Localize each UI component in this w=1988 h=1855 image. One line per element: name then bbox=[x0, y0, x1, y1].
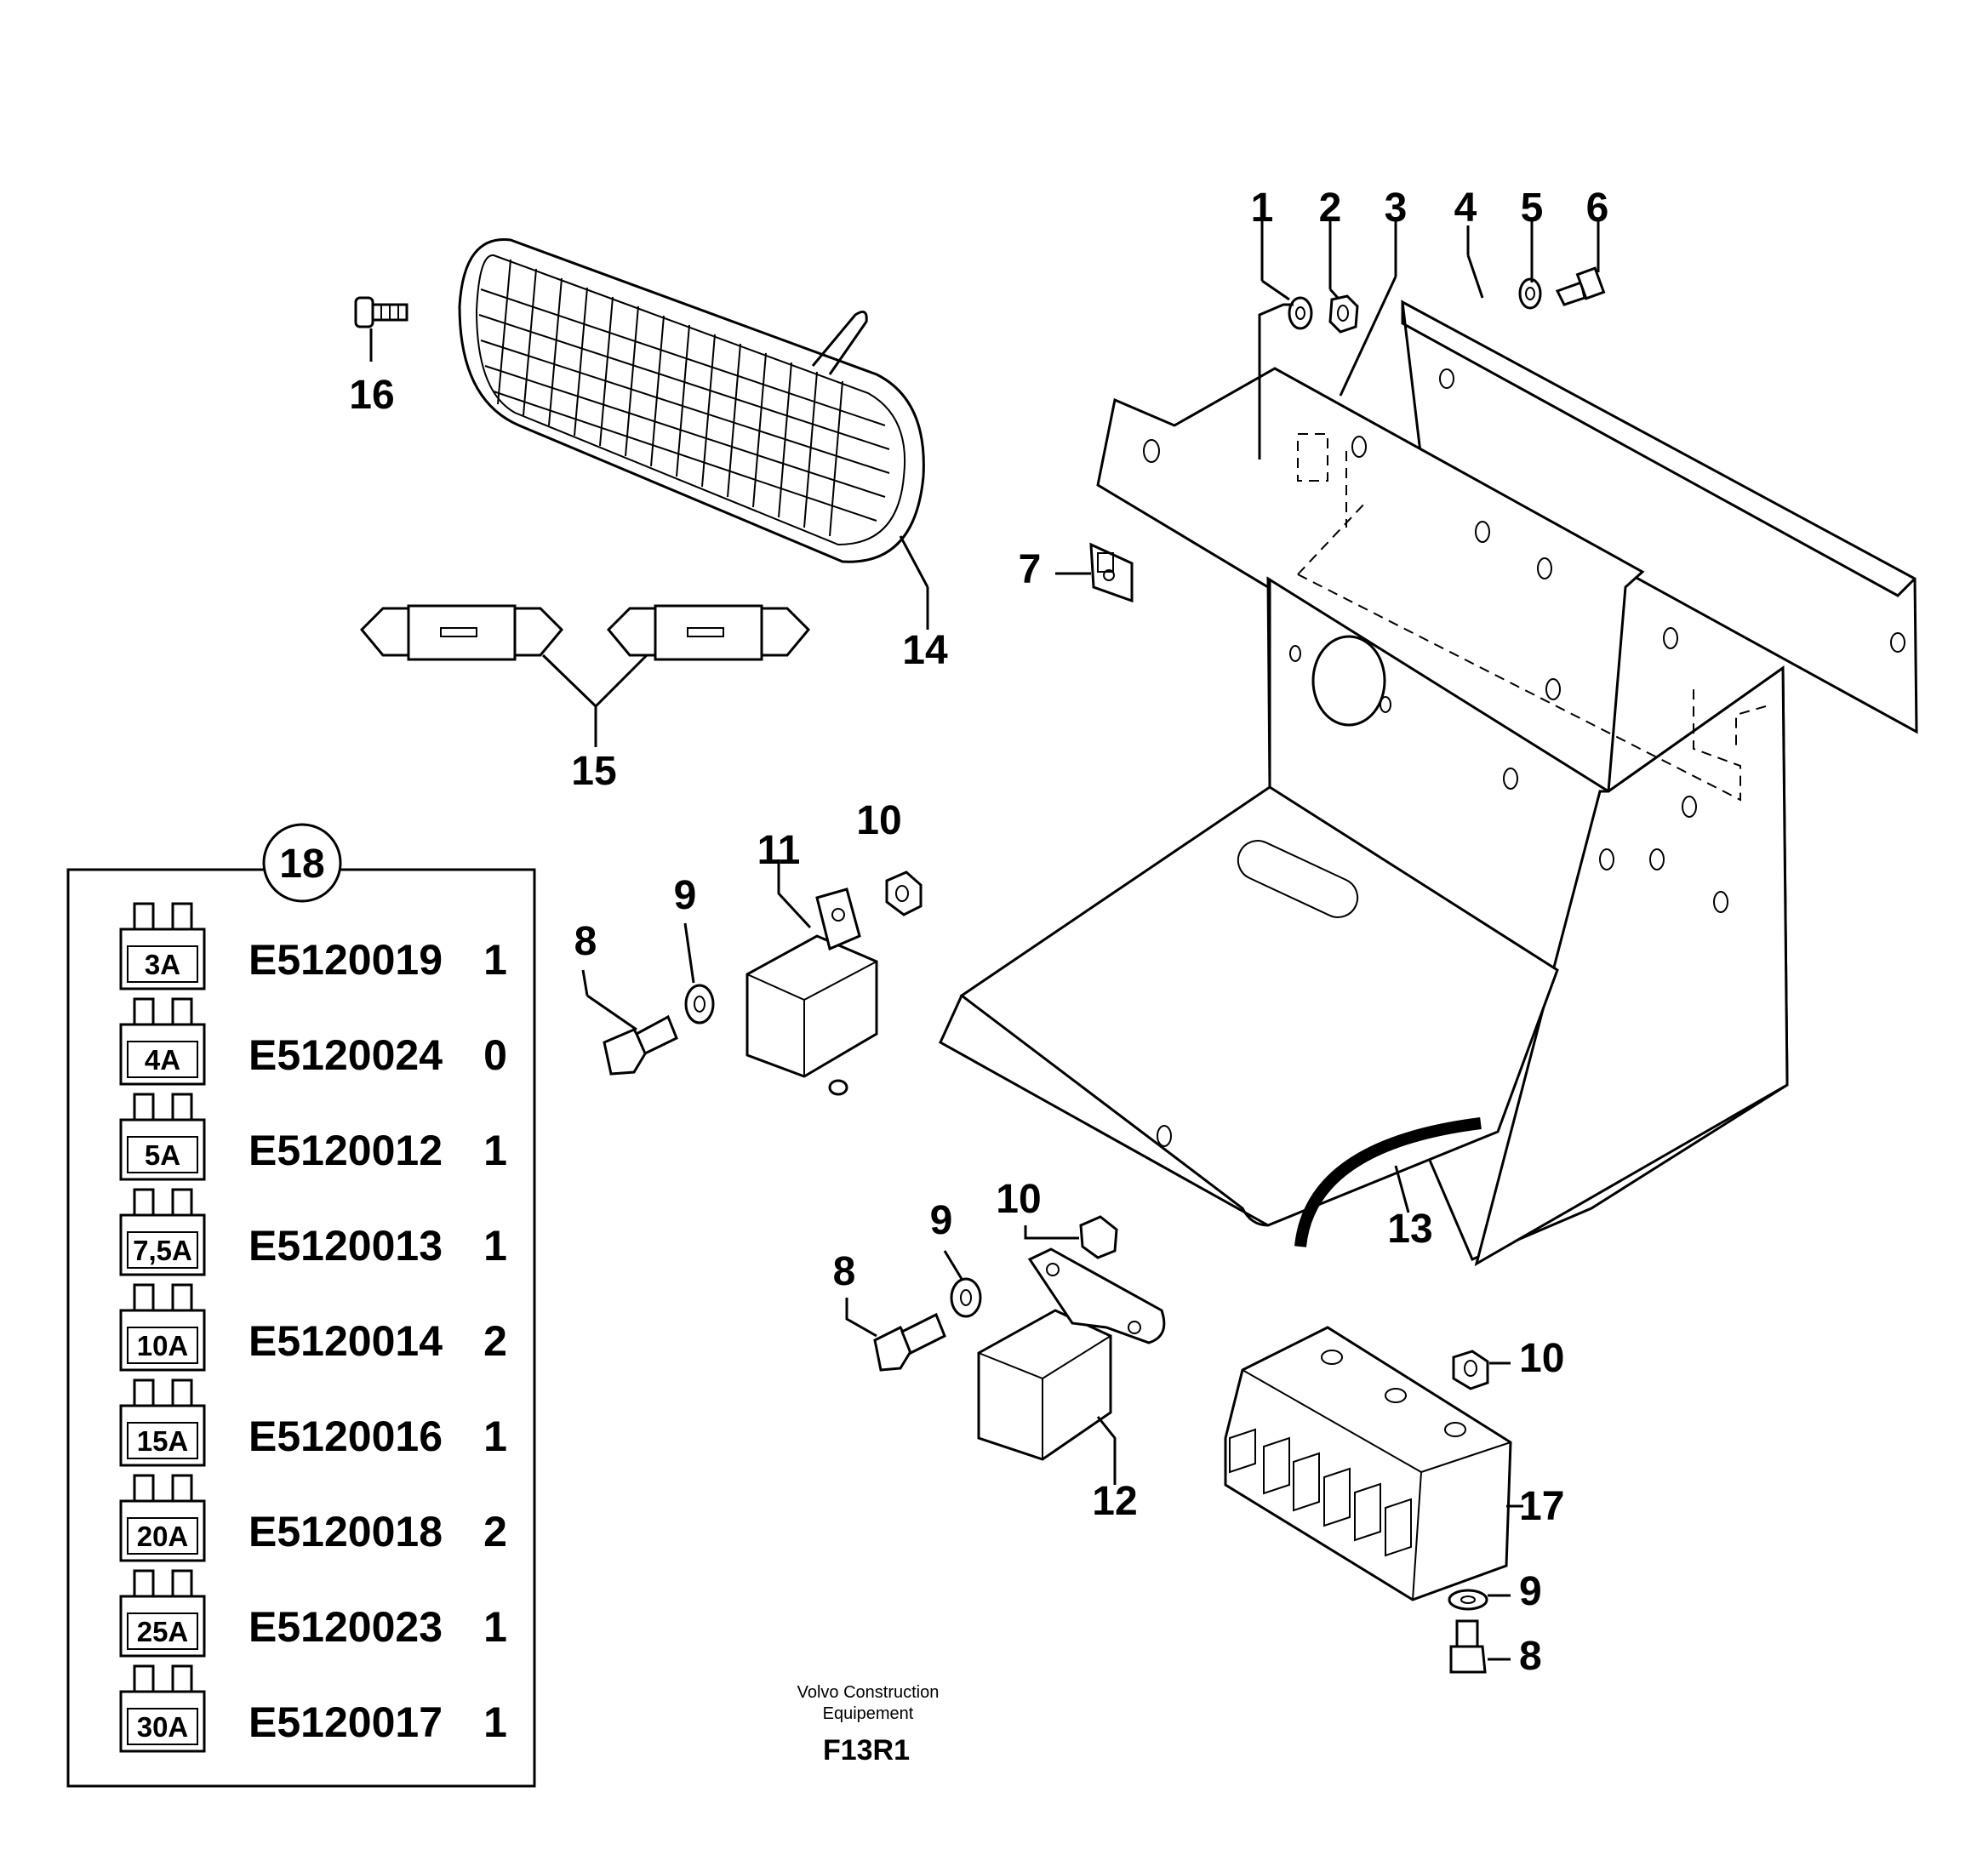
clip-nut-7 bbox=[1055, 542, 1134, 603]
fuse-icon bbox=[119, 1474, 206, 1562]
fuse-icon bbox=[119, 1378, 206, 1467]
fuse-rating: 7,5A bbox=[133, 1235, 192, 1266]
fuse-part-number: E5120013 bbox=[248, 1222, 443, 1270]
fuse-part-number: E5120014 bbox=[248, 1317, 443, 1365]
fuse-quantity: 1 bbox=[483, 1127, 507, 1174]
fuse-part-number: E5120017 bbox=[248, 1698, 443, 1746]
callout-10-middle: 10 bbox=[996, 1177, 1041, 1222]
fuse-rating: 4A bbox=[145, 1044, 180, 1076]
fuse-part-number: E5120024 bbox=[248, 1031, 443, 1079]
fuse-quantity: 0 bbox=[483, 1031, 507, 1079]
bracket-4 bbox=[1401, 225, 1918, 734]
callout-17: 17 bbox=[1519, 1484, 1564, 1529]
mounting-bracket-3 bbox=[939, 367, 1789, 1267]
top-hardware bbox=[1258, 217, 1606, 459]
footer-company: Volvo Construction bbox=[797, 1683, 940, 1702]
callout-labels: 1 2 3 4 5 6 7 8 9 10 11 8 9 10 12 13 14 … bbox=[349, 186, 1608, 1679]
fuse-row: 4A E5120024 0 bbox=[119, 997, 507, 1086]
fuse-quantity: 1 bbox=[483, 1413, 507, 1460]
fuse-quantity: 1 bbox=[483, 1222, 507, 1270]
callout-3: 3 bbox=[1385, 186, 1408, 231]
footer: Volvo Construction Equipement F13R1 bbox=[797, 1683, 940, 1767]
callout-16: 16 bbox=[349, 373, 394, 418]
callout-9-right: 9 bbox=[1519, 1569, 1542, 1614]
fuse-icon bbox=[119, 1664, 206, 1753]
fuse-part-number: E5120019 bbox=[248, 936, 443, 984]
fuse-rating: 20A bbox=[137, 1521, 189, 1552]
callout-2: 2 bbox=[1319, 186, 1342, 231]
relay-12 bbox=[845, 1215, 1166, 1485]
work-lamp-14 bbox=[458, 237, 929, 630]
fuse-quantity: 1 bbox=[483, 1603, 507, 1651]
callout-6: 6 bbox=[1586, 186, 1609, 231]
fuse-rows: 3A E5120019 1 4A E5120024 0 5A E5120012 1 7,5A E51… bbox=[119, 902, 507, 1753]
callout-12: 12 bbox=[1092, 1479, 1137, 1524]
callout-13: 13 bbox=[1387, 1207, 1432, 1252]
callout-11: 11 bbox=[757, 828, 801, 873]
callout-18: 18 bbox=[279, 842, 324, 887]
fuse-rating: 5A bbox=[145, 1139, 180, 1171]
figure-code: F13R1 bbox=[823, 1734, 910, 1767]
footer-company-line2: Equipement bbox=[823, 1704, 914, 1723]
callout-14: 14 bbox=[902, 628, 948, 673]
fuse-quantity: 2 bbox=[483, 1317, 507, 1365]
relay-11 bbox=[746, 859, 878, 1096]
callout-10-right: 10 bbox=[1519, 1336, 1564, 1381]
fuse-row: 30A E5120017 1 bbox=[119, 1664, 507, 1753]
callout-15: 15 bbox=[571, 749, 616, 794]
callout-7: 7 bbox=[1019, 547, 1042, 592]
fuse-icon bbox=[119, 902, 206, 990]
fuse-row: 7,5A E5120013 1 bbox=[119, 1188, 507, 1276]
fuse-box-17 bbox=[1224, 1326, 1523, 1674]
hardware-upper bbox=[581, 870, 923, 1076]
fuse-rating: 10A bbox=[137, 1330, 189, 1361]
fuse-icon bbox=[119, 1283, 206, 1372]
fuse-part-number: E5120023 bbox=[248, 1603, 443, 1651]
callout-5: 5 bbox=[1521, 186, 1544, 231]
callout-1: 1 bbox=[1251, 186, 1274, 231]
fuse-rating: 30A bbox=[137, 1711, 189, 1743]
bulbs-15 bbox=[359, 604, 811, 747]
fuse-row: 15A E5120016 1 bbox=[119, 1378, 507, 1467]
fuse-part-number: E5120018 bbox=[248, 1508, 443, 1555]
fuse-rating: 3A bbox=[145, 949, 180, 980]
fuse-row: 3A E5120019 1 bbox=[119, 902, 507, 990]
fuse-row: 20A E5120018 2 bbox=[119, 1474, 507, 1562]
fuse-row: 10A E5120014 2 bbox=[119, 1283, 507, 1372]
fuse-icon bbox=[119, 1569, 206, 1658]
fuse-rating: 15A bbox=[137, 1425, 189, 1457]
fuse-quantity: 1 bbox=[483, 936, 507, 984]
fuse-icon bbox=[119, 997, 206, 1086]
callout-8-right: 8 bbox=[1519, 1634, 1542, 1679]
callout-9-middle: 9 bbox=[930, 1198, 953, 1243]
fuse-quantity: 2 bbox=[483, 1508, 507, 1555]
fuse-row: 5A E5120012 1 bbox=[119, 1093, 507, 1181]
callout-4: 4 bbox=[1454, 186, 1477, 231]
fuse-part-number: E5120012 bbox=[248, 1127, 443, 1174]
callout-8-upper: 8 bbox=[574, 919, 597, 964]
fuse-icon bbox=[119, 1093, 206, 1181]
callout-10-upper: 10 bbox=[856, 798, 901, 843]
screw-16 bbox=[354, 296, 408, 362]
fuse-row: 25A E5120023 1 bbox=[119, 1569, 507, 1658]
fuse-quantity: 1 bbox=[483, 1698, 507, 1746]
fuse-rating: 25A bbox=[137, 1616, 189, 1647]
fuse-icon bbox=[119, 1188, 206, 1276]
callout-18-circle bbox=[262, 823, 342, 903]
fuse-part-number: E5120016 bbox=[248, 1413, 443, 1460]
callout-8-middle: 8 bbox=[833, 1249, 856, 1294]
callout-9-upper: 9 bbox=[674, 873, 697, 918]
